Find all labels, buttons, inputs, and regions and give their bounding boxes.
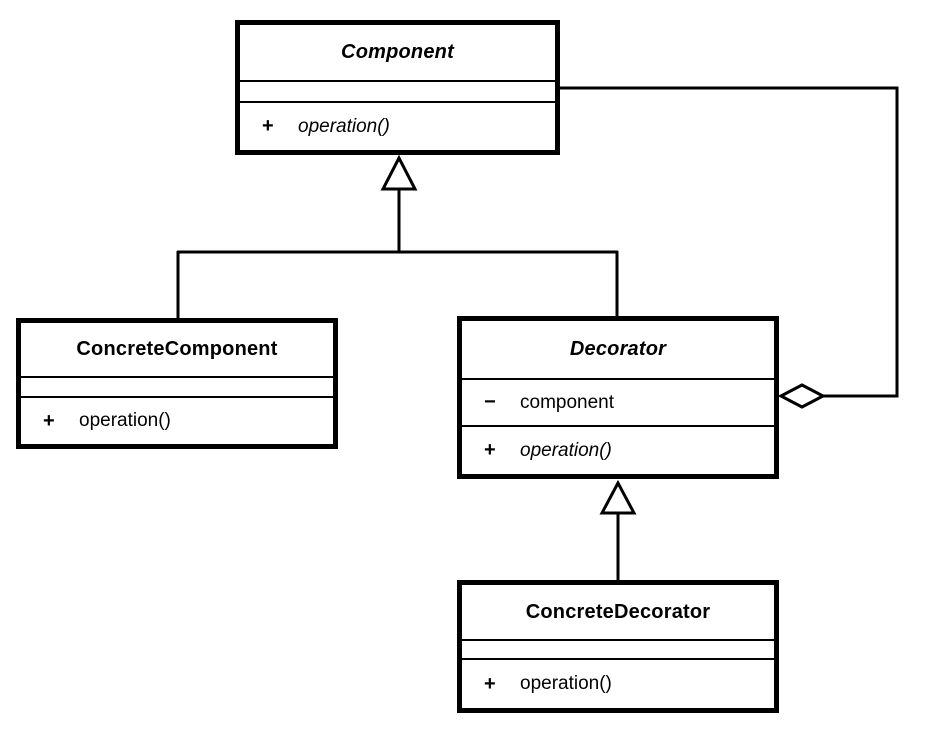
- class-attributes-decorator: − component: [462, 380, 774, 427]
- method-row: + operation(): [484, 439, 612, 462]
- method-row: + operation(): [43, 410, 171, 433]
- visibility-public-symbol: +: [43, 409, 55, 432]
- class-name-decorator: Decorator: [462, 321, 774, 380]
- method-row: + operation(): [262, 115, 390, 138]
- class-box-concrete-decorator: ConcreteDecorator + operation(): [457, 580, 779, 713]
- class-methods-decorator: + operation(): [462, 427, 774, 474]
- class-name-concrete-decorator: ConcreteDecorator: [462, 585, 774, 641]
- class-box-concrete-component: ConcreteComponent + operation(): [16, 318, 338, 449]
- method-signature: operation(): [79, 410, 171, 431]
- method-signature: operation(): [520, 673, 612, 694]
- class-box-decorator: Decorator − component + operation(): [457, 316, 779, 479]
- class-name-concrete-component: ConcreteComponent: [21, 323, 333, 378]
- class-box-component: Component + operation(): [235, 20, 560, 155]
- generalization-triangle-icon: [599, 479, 637, 515]
- class-attributes-concrete-component: [21, 378, 333, 398]
- generalization-triangle-icon: [380, 154, 418, 191]
- visibility-public-symbol: +: [262, 115, 274, 137]
- visibility-private-symbol: −: [484, 391, 496, 413]
- method-signature: operation(): [520, 439, 612, 461]
- class-attributes-component: [240, 82, 555, 103]
- aggregation-diamond-icon: [777, 383, 827, 409]
- method-signature: operation(): [298, 115, 390, 137]
- visibility-public-symbol: +: [484, 672, 496, 695]
- attribute-row: − component: [484, 391, 614, 414]
- aggregation-line: [560, 86, 899, 398]
- attribute-name: component: [520, 391, 615, 413]
- visibility-public-symbol: +: [484, 439, 496, 461]
- class-methods-concrete-decorator: + operation(): [462, 660, 774, 708]
- method-row: + operation(): [484, 673, 612, 696]
- class-methods-concrete-component: + operation(): [21, 398, 333, 444]
- class-methods-component: + operation(): [240, 103, 555, 150]
- class-name-component: Component: [240, 25, 555, 82]
- class-attributes-concrete-decorator: [462, 641, 774, 660]
